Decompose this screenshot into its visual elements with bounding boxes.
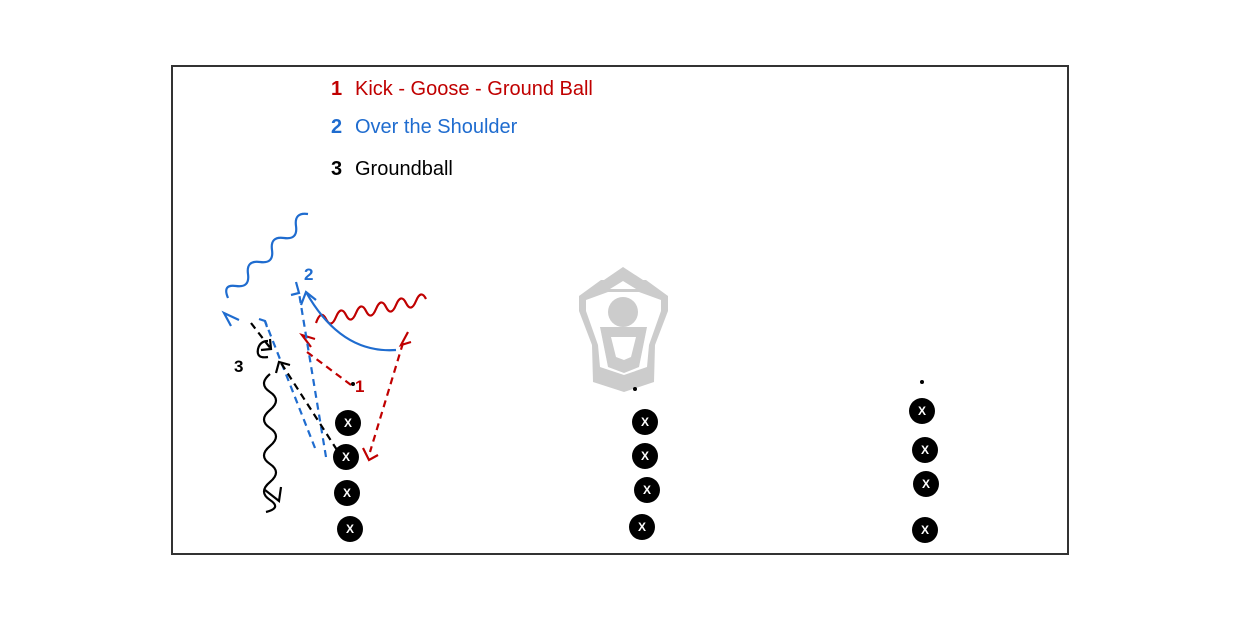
player-mark: X [918, 404, 926, 418]
player-marker: X [632, 443, 658, 469]
legend-number: 3 [331, 158, 343, 180]
legend-label: Kick - Goose - Ground Ball [355, 78, 593, 100]
drill-diagram: 1 2 3 X X X [221, 212, 939, 543]
legend-number: 1 [331, 78, 343, 100]
route-2 [221, 212, 397, 458]
player-marker: X [913, 471, 939, 497]
player-marker: X [912, 517, 938, 543]
player-mark: X [641, 415, 649, 429]
legend-number: 2 [331, 116, 343, 138]
player-marker: X [334, 480, 360, 506]
player-logo-icon [579, 267, 668, 392]
legend-item-3: 3 Groundball [331, 157, 453, 181]
route-3-label: 3 [234, 357, 243, 376]
cone-dot [920, 380, 924, 384]
player-mark: X [638, 520, 646, 534]
route-1 [299, 293, 427, 462]
player-marker: X [632, 409, 658, 435]
route-3 [250, 322, 338, 514]
player-mark: X [643, 483, 651, 497]
legend-item-1: 1 Kick - Goose - Ground Ball [331, 77, 593, 101]
player-marker: X [634, 477, 660, 503]
player-mark: X [344, 416, 352, 430]
legend-label: Over the Shoulder [355, 116, 518, 138]
player-marker: X [337, 516, 363, 542]
player-marker: X [333, 444, 359, 470]
player-marker: X [335, 410, 361, 436]
player-mark: X [641, 449, 649, 463]
player-mark: X [922, 477, 930, 491]
cone-dot [633, 387, 637, 391]
player-marker: X [912, 437, 938, 463]
legend-item-2: 2 Over the Shoulder [331, 115, 517, 139]
player-mark: X [343, 486, 351, 500]
cone-dot [351, 382, 355, 386]
route-1-label: 1 [355, 377, 364, 396]
player-mark: X [921, 443, 929, 457]
drill-board: 1 Kick - Goose - Ground Ball 2 Over the Sh… [171, 65, 1069, 555]
player-mark: X [346, 522, 354, 536]
player-mark: X [921, 523, 929, 537]
player-marker: X [909, 398, 935, 424]
player-marker: X [629, 514, 655, 540]
player-mark: X [342, 450, 350, 464]
legend-label: Groundball [355, 158, 453, 180]
route-2-label: 2 [304, 265, 313, 284]
